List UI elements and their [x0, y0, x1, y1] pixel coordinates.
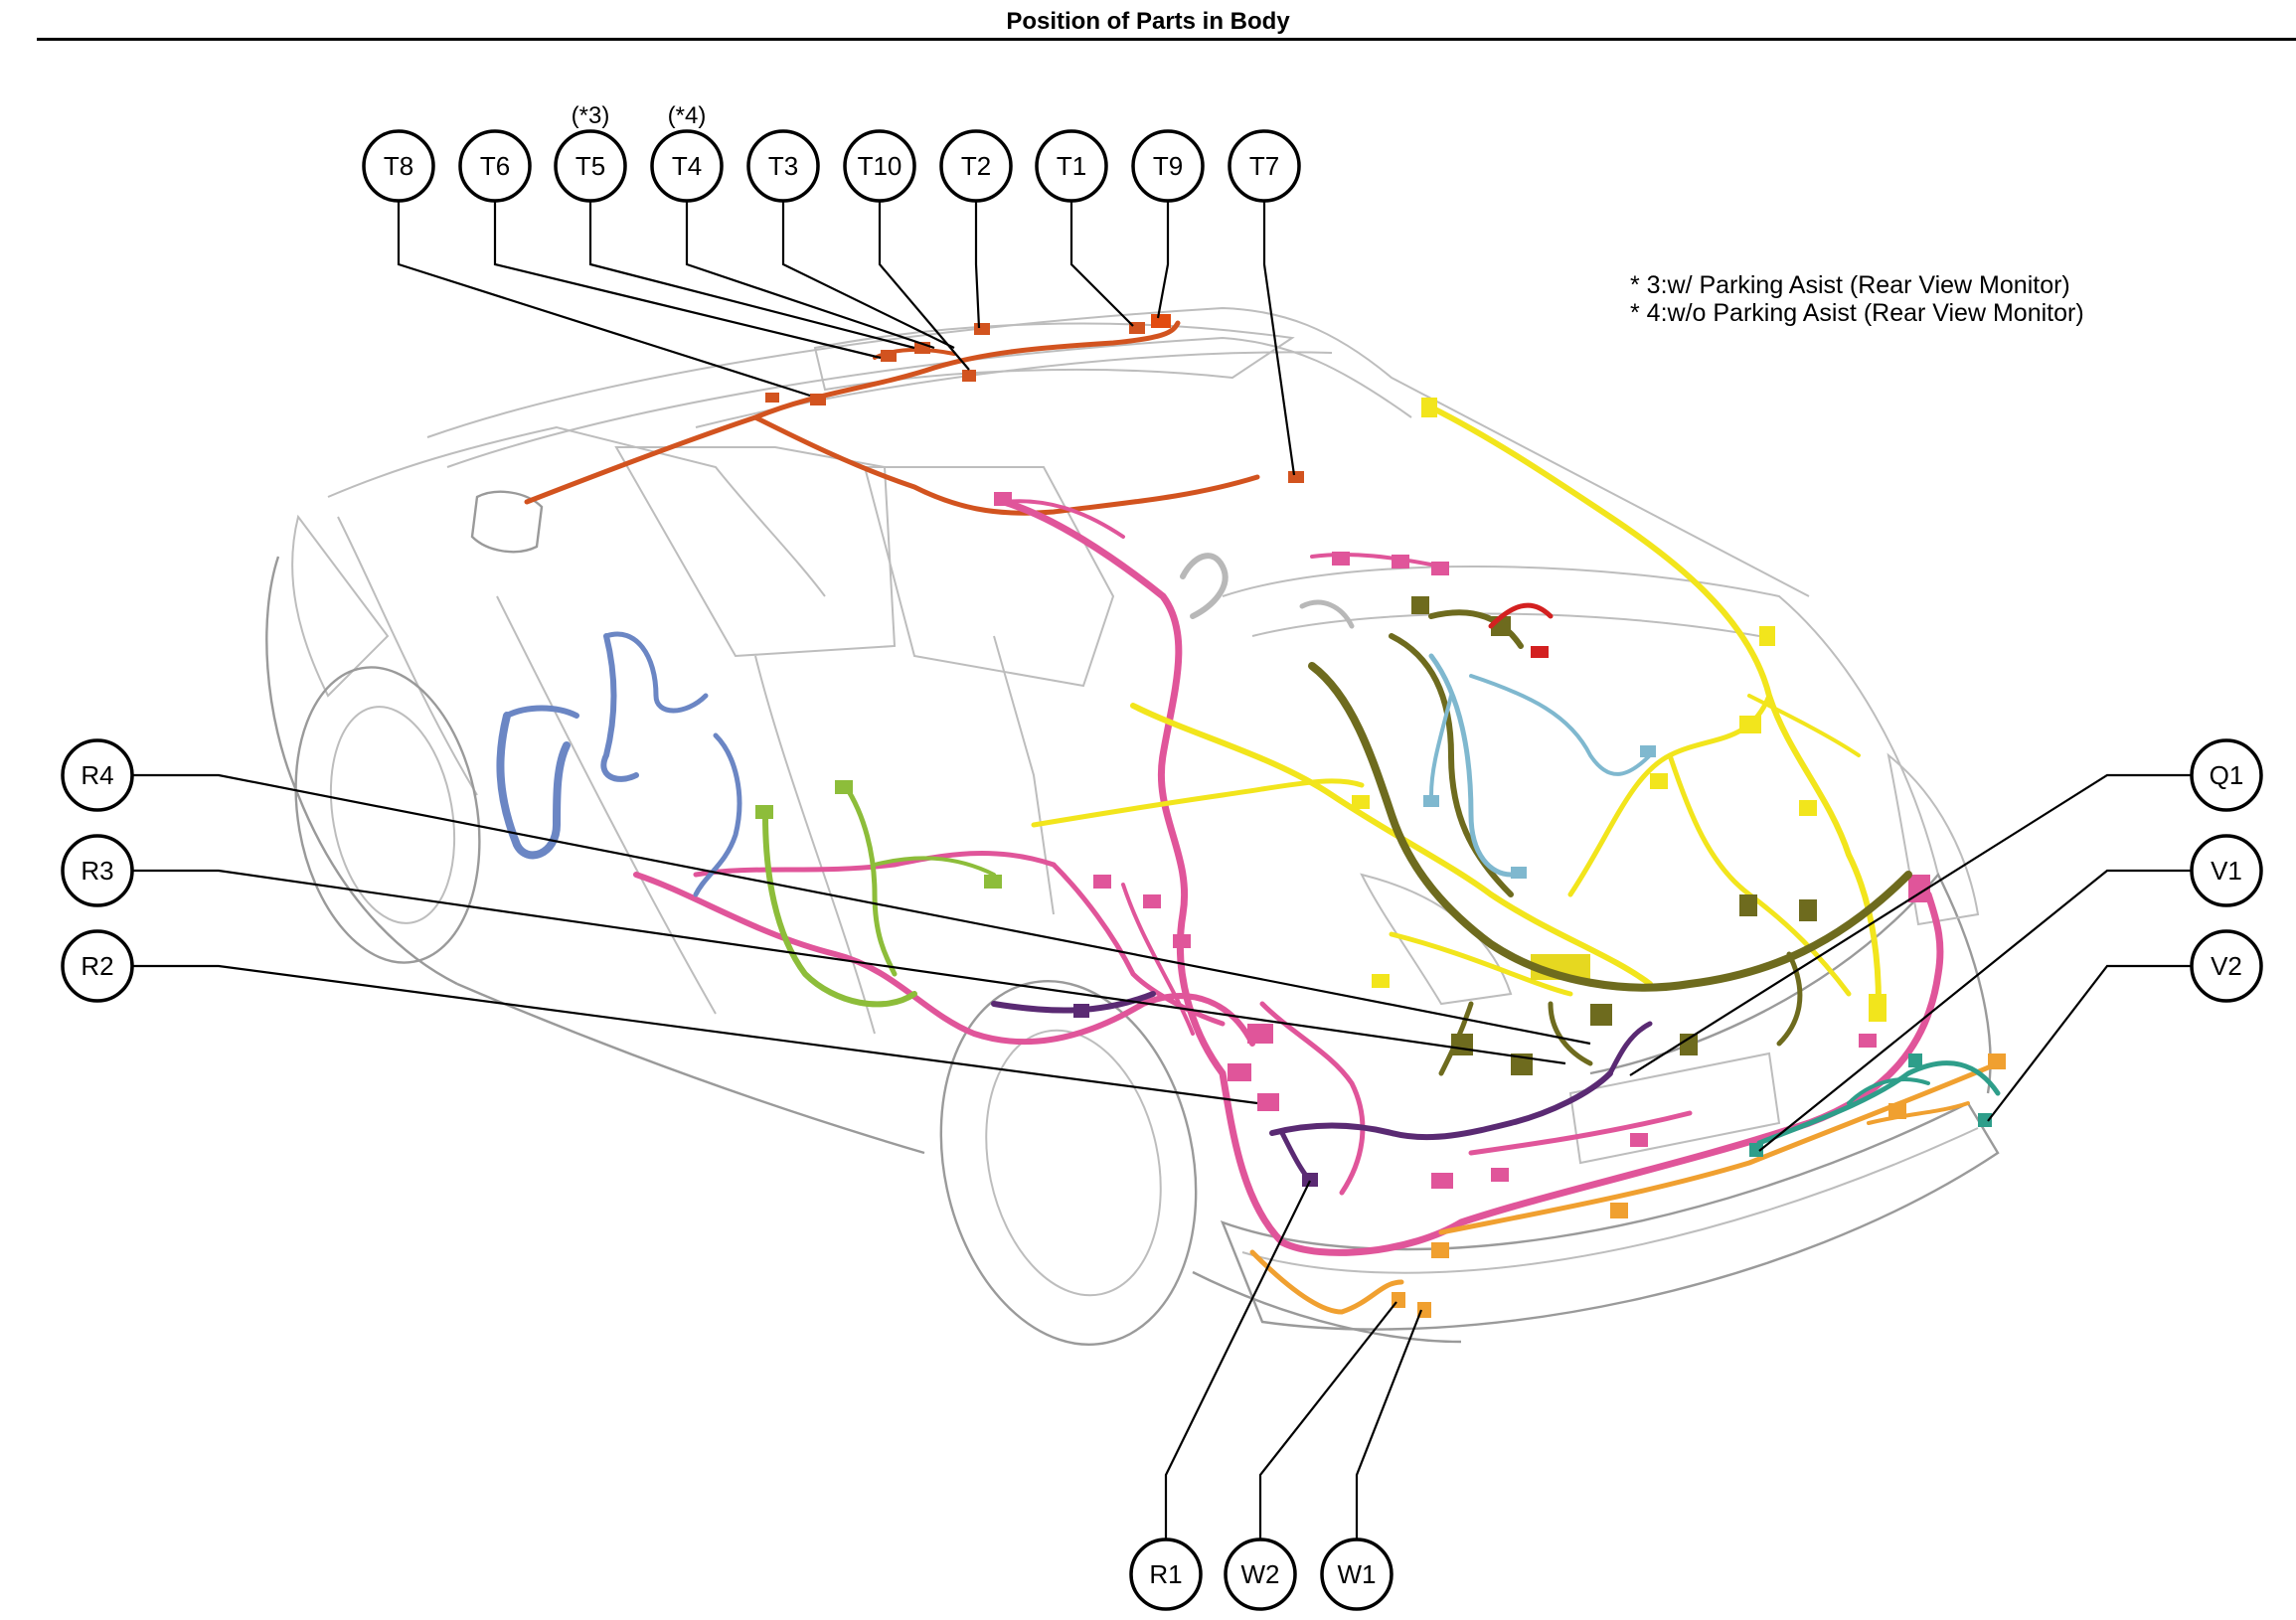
leader-w2	[1258, 1301, 1397, 1568]
pink-harness	[633, 492, 1944, 1256]
svg-text:T4: T4	[672, 151, 702, 181]
olive-harness	[1308, 596, 1912, 1076]
leader-v2	[1987, 964, 2199, 1122]
svg-text:T2: T2	[961, 151, 991, 181]
leader-r3	[97, 869, 1566, 1065]
callout-t8[interactable]: T8	[362, 129, 435, 203]
svg-text:T3: T3	[768, 151, 798, 181]
callout-r3[interactable]: R3	[61, 834, 134, 907]
leader-r1	[1164, 1180, 1311, 1568]
callout-t5[interactable]: (*3) T5	[554, 102, 627, 203]
vehicle-body-outline	[265, 306, 2000, 1347]
blue-harness	[496, 631, 742, 897]
teal-harness	[1749, 1053, 2001, 1157]
qualifier-t5: (*3)	[572, 102, 610, 129]
footnote-3: * 3:w/ Parking Asist (Rear View Monitor)	[1630, 271, 2070, 299]
leader-q1	[1629, 773, 2199, 1076]
svg-text:T8: T8	[384, 151, 413, 181]
orange-harness	[1249, 1053, 2006, 1318]
footnote-4: * 4:w/o Parking Asist (Rear View Monitor…	[1630, 299, 2084, 327]
callout-t7[interactable]: T7	[1228, 129, 1301, 203]
svg-text:V1: V1	[2211, 856, 2242, 886]
callout-w2[interactable]: W2	[1224, 1538, 1297, 1611]
svg-text:R2: R2	[81, 951, 113, 981]
callout-w1[interactable]: W1	[1320, 1538, 1394, 1611]
leader-w1	[1355, 1309, 1423, 1568]
callout-r2[interactable]: R2	[61, 929, 134, 1003]
purple-harness	[991, 991, 1653, 1187]
svg-text:T7: T7	[1249, 151, 1279, 181]
callout-v2[interactable]: V2	[2190, 929, 2263, 1003]
green-harness	[755, 780, 1002, 1008]
svg-text:T10: T10	[858, 151, 902, 181]
svg-text:T5: T5	[575, 151, 605, 181]
callouts: T8 T6 (*3) T5 (*4) T4 T3 T10 T2	[61, 102, 2263, 1611]
callout-v1[interactable]: V1	[2190, 834, 2263, 907]
wire-harnesses	[496, 314, 2006, 1318]
svg-text:T9: T9	[1153, 151, 1183, 181]
callout-t4[interactable]: (*4) T4	[650, 102, 724, 203]
title-underline	[37, 38, 2296, 41]
callout-t9[interactable]: T9	[1131, 129, 1205, 203]
light-blue-harness	[1423, 653, 1656, 879]
red-harness	[1488, 602, 1554, 658]
svg-text:R3: R3	[81, 856, 113, 886]
callout-r4[interactable]: R4	[61, 738, 134, 812]
leader-r4	[97, 773, 1591, 1046]
callout-t2[interactable]: T2	[939, 129, 1013, 203]
callout-r1[interactable]: R1	[1129, 1538, 1203, 1611]
callout-q1[interactable]: Q1	[2190, 738, 2263, 812]
callout-t3[interactable]: T3	[746, 129, 820, 203]
leader-v1	[1758, 869, 2199, 1152]
leader-lines	[97, 138, 2199, 1568]
callout-t10[interactable]: T10	[843, 129, 916, 203]
svg-text:R4: R4	[81, 760, 113, 790]
svg-text:W2: W2	[1241, 1559, 1280, 1589]
roof-harness	[524, 314, 1304, 516]
svg-text:T6: T6	[480, 151, 510, 181]
svg-text:Q1: Q1	[2210, 760, 2244, 790]
svg-text:T1: T1	[1057, 151, 1086, 181]
page-title: Position of Parts in Body	[1006, 8, 1290, 35]
gray-harness	[1180, 553, 1355, 629]
callout-t1[interactable]: T1	[1035, 129, 1108, 203]
svg-text:R1: R1	[1149, 1559, 1182, 1589]
svg-text:W1: W1	[1338, 1559, 1377, 1589]
svg-text:V2: V2	[2211, 951, 2242, 981]
qualifier-t4: (*4)	[668, 102, 707, 129]
leader-r2	[97, 964, 1258, 1105]
footnotes: * 3:w/ Parking Asist (Rear View Monitor)…	[1630, 271, 2084, 327]
callout-t6[interactable]: T6	[458, 129, 532, 203]
